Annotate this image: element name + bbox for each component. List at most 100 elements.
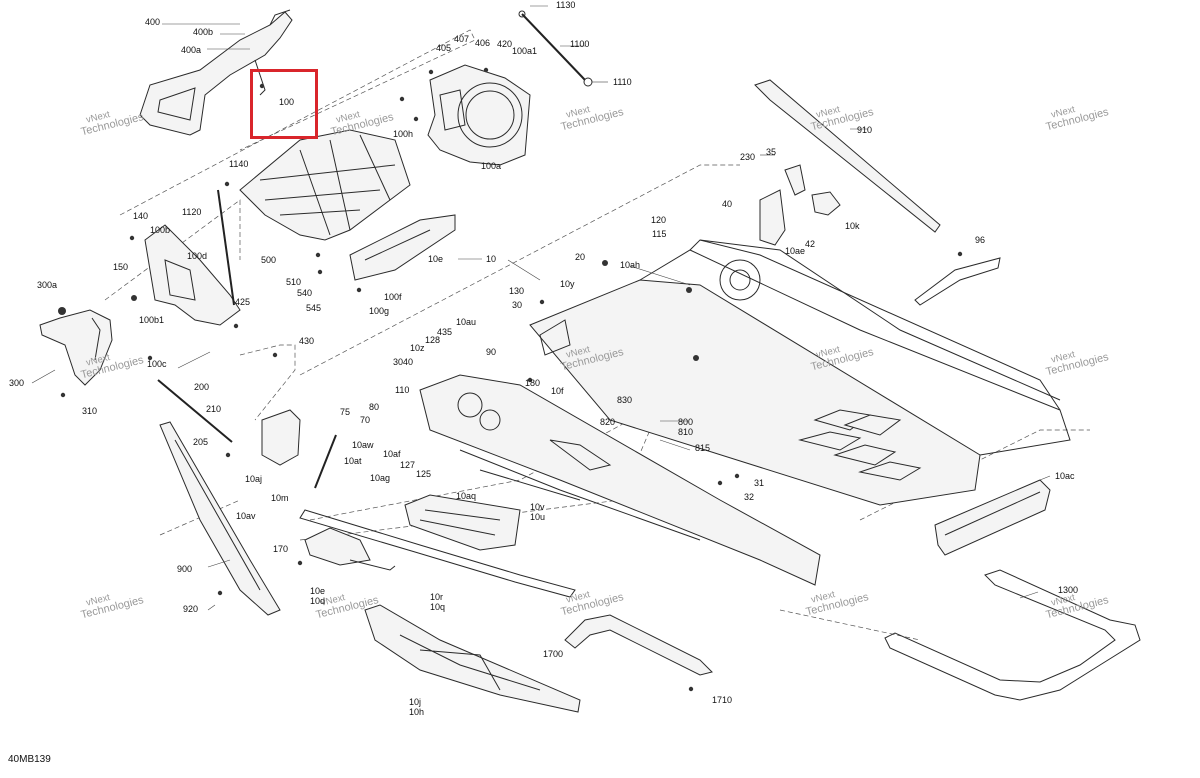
panel-500: [239, 129, 411, 241]
callout[interactable]: 10d: [310, 596, 326, 606]
callout[interactable]: 10f: [551, 386, 564, 396]
callout[interactable]: 10au: [456, 317, 477, 327]
callout[interactable]: 32: [744, 492, 755, 502]
callout[interactable]: 400: [145, 17, 161, 27]
callout[interactable]: 110: [395, 385, 410, 395]
callout[interactable]: 820: [600, 417, 616, 427]
callout[interactable]: 406: [475, 38, 491, 48]
callout[interactable]: 42: [805, 239, 816, 249]
callout[interactable]: 120: [651, 215, 667, 225]
callout[interactable]: 510: [286, 277, 302, 287]
callout[interactable]: 100a: [481, 161, 502, 171]
callout[interactable]: 10ag: [370, 473, 391, 483]
callout[interactable]: 900: [177, 564, 193, 574]
callout[interactable]: 10q: [430, 602, 446, 612]
callout[interactable]: 100g: [369, 306, 390, 316]
callout[interactable]: 40: [722, 199, 733, 209]
callout[interactable]: 128: [425, 335, 441, 345]
callout[interactable]: 10av: [236, 511, 256, 521]
callout[interactable]: 230: [740, 152, 756, 162]
callout[interactable]: 127: [400, 460, 416, 470]
callout[interactable]: 300a: [37, 280, 58, 290]
callout[interactable]: 10e: [310, 586, 326, 596]
callout[interactable]: 1120: [182, 207, 202, 217]
callout[interactable]: 100h: [393, 129, 414, 139]
callout[interactable]: 100b: [150, 225, 171, 235]
callout[interactable]: 10e: [428, 254, 444, 264]
callout[interactable]: 1110: [613, 77, 632, 87]
callout[interactable]: 70: [360, 415, 371, 425]
callout[interactable]: 100c: [147, 359, 167, 369]
callout[interactable]: 10af: [383, 449, 401, 459]
callout[interactable]: 140: [133, 211, 149, 221]
callout[interactable]: 10at: [344, 456, 362, 466]
callout[interactable]: 10: [486, 254, 497, 264]
callout[interactable]: 1300: [1058, 585, 1079, 595]
callout[interactable]: 20: [575, 252, 586, 262]
callout[interactable]: 540: [297, 288, 313, 298]
callout[interactable]: 830: [617, 395, 633, 405]
callout[interactable]: 545: [306, 303, 322, 313]
callout[interactable]: 10r: [430, 592, 444, 602]
callout[interactable]: 300: [9, 378, 25, 388]
callout[interactable]: 10aq: [456, 491, 477, 501]
callout[interactable]: 205: [193, 437, 209, 447]
callout[interactable]: 1700: [543, 649, 564, 659]
callout[interactable]: 430: [299, 336, 315, 346]
callout[interactable]: 170: [273, 544, 289, 554]
callout[interactable]: 80: [369, 402, 380, 412]
callout[interactable]: 115: [652, 229, 667, 239]
callout[interactable]: 31: [754, 478, 765, 488]
callout[interactable]: 10h: [409, 707, 425, 717]
callout[interactable]: 200: [194, 382, 210, 392]
callout[interactable]: 75: [340, 407, 351, 417]
callout[interactable]: 10ah: [620, 260, 641, 270]
callout[interactable]: 405: [436, 43, 452, 53]
callout[interactable]: 10z: [410, 343, 425, 353]
callout[interactable]: 815: [695, 443, 711, 453]
callout[interactable]: 150: [113, 262, 129, 272]
callout[interactable]: 10aw: [352, 440, 374, 450]
callout[interactable]: 1100: [570, 39, 590, 49]
callout[interactable]: 10ae: [785, 246, 806, 256]
fastener-dots: [58, 67, 963, 692]
callout[interactable]: 810: [678, 427, 694, 437]
callout[interactable]: 800: [678, 417, 694, 427]
callout[interactable]: 100b1: [139, 315, 165, 325]
callout[interactable]: 920: [183, 604, 199, 614]
callout[interactable]: 90: [486, 347, 497, 357]
callout[interactable]: 130: [509, 286, 525, 296]
callout[interactable]: 35: [766, 147, 777, 157]
callout[interactable]: 210: [206, 404, 222, 414]
callout[interactable]: 180: [525, 378, 541, 388]
callout[interactable]: 500: [261, 255, 277, 265]
callout[interactable]: 1140: [229, 159, 249, 169]
callout[interactable]: 910: [857, 125, 873, 135]
callout[interactable]: 400a: [181, 45, 202, 55]
callout[interactable]: 10k: [845, 221, 860, 231]
callout[interactable]: 310: [82, 406, 98, 416]
callout-highlighted[interactable]: 100: [279, 97, 295, 107]
callout[interactable]: 100a1: [512, 46, 538, 56]
callout[interactable]: 96: [975, 235, 986, 245]
callout[interactable]: 10ac: [1055, 471, 1075, 481]
callout[interactable]: 10y: [560, 279, 575, 289]
callout[interactable]: 10v: [530, 502, 545, 512]
callout[interactable]: 3040: [393, 357, 414, 367]
callout[interactable]: 1130: [556, 0, 576, 10]
callout[interactable]: 100f: [384, 292, 402, 302]
callout[interactable]: 30: [512, 300, 523, 310]
callout[interactable]: 125: [416, 469, 432, 479]
callout[interactable]: 400b: [193, 27, 214, 37]
callout[interactable]: 1710: [712, 695, 733, 705]
callout[interactable]: 10aj: [245, 474, 263, 484]
callout[interactable]: 420: [497, 39, 513, 49]
callout[interactable]: 435: [437, 327, 453, 337]
callout[interactable]: 100d: [187, 251, 208, 261]
callout[interactable]: 407: [454, 34, 470, 44]
callout[interactable]: 10u: [530, 512, 546, 522]
callout[interactable]: 10m: [271, 493, 289, 503]
callout[interactable]: 425: [235, 297, 251, 307]
callout[interactable]: 10j: [409, 697, 422, 707]
